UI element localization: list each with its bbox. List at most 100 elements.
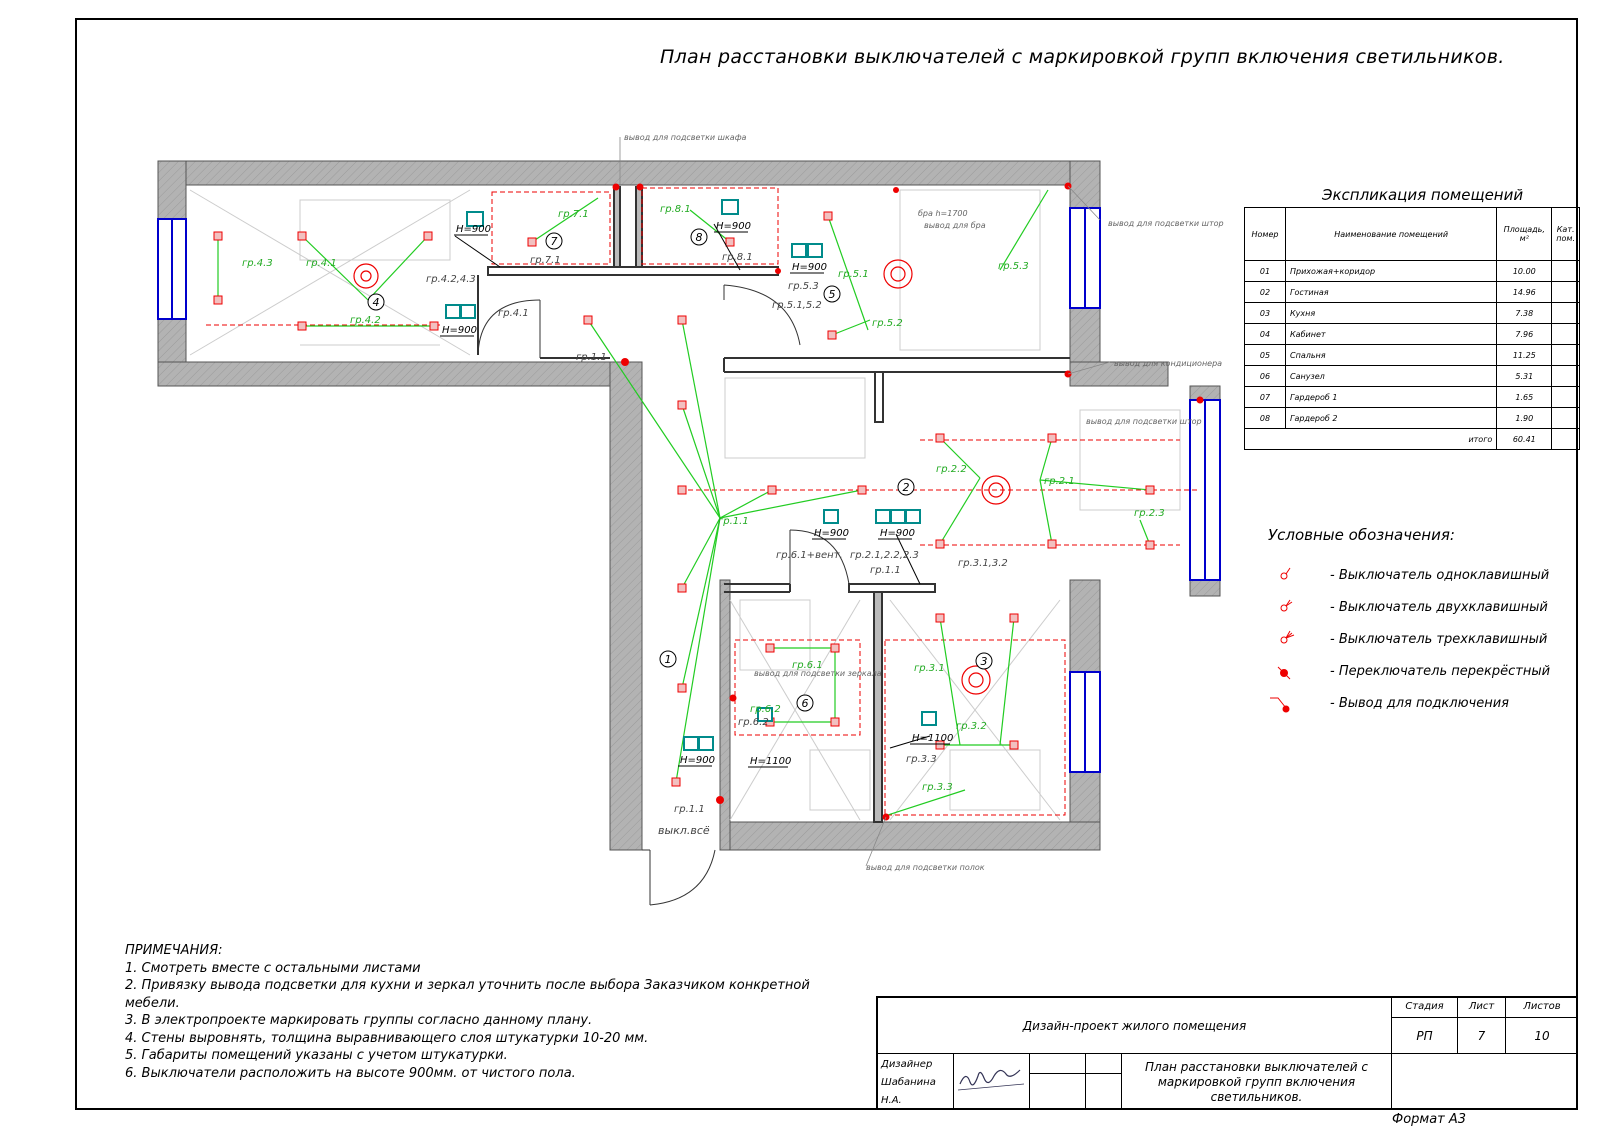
signature (954, 1054, 1030, 1110)
note-item: 6. Выключатели расположить на высоте 900… (125, 1065, 576, 1081)
outlet-note: вывод для бра (924, 221, 986, 230)
note-item: 1. Смотреть вместе с остальными листами (125, 960, 421, 976)
room-number-7: 7 (551, 235, 558, 248)
explication-title: Экспликация помещений (1322, 186, 1524, 204)
group-label: гр.4.2 (350, 315, 381, 326)
legend-item: - Вывод для подключения (1268, 692, 1568, 724)
height-tag: H=900 (814, 528, 849, 539)
sheets-value: 10 (1506, 1018, 1578, 1054)
cross-switch-icon (1277, 666, 1291, 680)
sheets-label: Листов (1506, 998, 1578, 1018)
col-header-number: Номер (1244, 207, 1286, 261)
stage-value: РП (1392, 1018, 1458, 1054)
group-label: гр.3.1 (914, 663, 945, 674)
group-label: гр.3.2 (956, 721, 987, 732)
legend: Условные обозначения: - Выключатель одно… (1268, 526, 1568, 724)
note-item: 5. Габариты помещений указаны с учетом ш… (125, 1048, 508, 1063)
explication-table: Номер Наименование помещений Площадь, м²… (1243, 207, 1580, 450)
legend-item: - Выключатель двухклавишный (1268, 596, 1568, 628)
switch-tag: гр.6.1+вент. (776, 550, 843, 561)
group-label: гр.6.2 (750, 704, 781, 715)
group-label: гр.2.3 (1134, 508, 1165, 519)
project-name: Дизайн-проект жилого помещения (878, 998, 1392, 1054)
height-tag: H=1100 (912, 733, 953, 744)
group-label: гр.5.2 (872, 318, 903, 329)
room-number-5: 5 (829, 288, 836, 301)
room-number-8: 8 (696, 231, 703, 244)
spot-lights (213, 211, 1155, 787)
room-number-1: 1 (665, 653, 672, 666)
room-number-2: 2 (903, 481, 910, 494)
height-tag: H=900 (680, 755, 715, 766)
sheet-label: Лист (1458, 998, 1506, 1018)
drawing-frame (75, 18, 1578, 1110)
switch-tag: гр.4.2,4.3 (426, 274, 476, 285)
stage-label: Стадия (1392, 998, 1458, 1018)
sheet-value: 7 (1458, 1018, 1506, 1054)
partitions (477, 186, 1070, 823)
switch-tag: гр.7.1 (530, 255, 561, 266)
furniture (189, 189, 1181, 821)
switch-tag: выкл.всё (658, 824, 710, 837)
outlet-note: вывод для подсветки шкафа (624, 133, 747, 142)
switch-tag: гр.2.1,2.2,2.3 (850, 550, 919, 561)
outlet-leaders (619, 137, 1111, 867)
designer-cell: Дизайнер Шабанина Н.А. (878, 1054, 954, 1110)
switch-tag: гр.8.1 (722, 252, 753, 263)
outlet-points (612, 182, 1204, 821)
page-title: План расстановки выключателей с маркиров… (660, 46, 1505, 68)
group-label: гр.1.1 (718, 516, 749, 527)
double-switch-icon (1280, 599, 1293, 612)
designer-role: Дизайнер (881, 1059, 933, 1070)
group-label: гр.7.1 (558, 209, 589, 220)
col-header-category: Кат. пом. (1551, 207, 1580, 261)
switch-tag: гр.1.1 (870, 565, 901, 576)
height-tag: H=900 (716, 221, 751, 232)
height-tag: H=900 (880, 528, 915, 539)
legend-title: Условные обозначения: (1268, 526, 1455, 544)
group-label: гр.8.1 (660, 204, 691, 215)
outlet-note: вывод для кондиционера (1114, 359, 1222, 368)
height-tag: H=1100 (750, 756, 791, 767)
drawing-title: План расстановки выключателей с маркиров… (1122, 1054, 1392, 1110)
notes: ПРИМЕЧАНИЯ: 1. Смотреть вместе с остальн… (125, 942, 815, 1082)
legend-item: - Выключатель одноклавишный (1268, 564, 1568, 596)
triple-switch-icon (1280, 630, 1295, 644)
group-label: гр.5.3 (998, 261, 1029, 272)
title-block: Дизайн-проект жилого помещения Стадия Ли… (876, 996, 1578, 1110)
switch-tag: гр.5.3 (788, 281, 819, 292)
designer-name: Шабанина Н.А. (881, 1077, 936, 1106)
legend-item: - Переключатель перекрёстный (1268, 660, 1568, 692)
switch-boxes (445, 199, 937, 751)
group-label: гр.4.1 (306, 258, 337, 269)
group-label: гр.6.1 (792, 660, 823, 671)
room-number-4: 4 (373, 296, 380, 309)
height-tag: H=900 (792, 262, 827, 273)
group-lines (217, 189, 1151, 816)
note-item: 2. Привязку вывода подсветки для кухни и… (125, 978, 810, 1011)
note-item: 4. Стены выровнять, толщина выравнивающе… (125, 1030, 649, 1046)
room-number-6: 6 (802, 697, 809, 710)
height-tag: H=900 (442, 325, 477, 336)
doors (477, 284, 850, 906)
group-label: гр.2.2 (936, 464, 967, 475)
single-switch-icon (1280, 567, 1291, 580)
outlet-note: бра h=1700 (918, 209, 968, 218)
outlet-note: вывод для подсветки зеркала (754, 669, 882, 678)
signature-icon (957, 1069, 1025, 1091)
switch-tag: гр.5.1,5.2 (772, 300, 822, 311)
switch-tag: гр.1.1 (674, 804, 705, 815)
switch-tag: гр.6.2 (738, 717, 769, 728)
col-header-area: Площадь, м² (1496, 207, 1553, 261)
switch-tag: гр.3.1,3.2 (958, 558, 1008, 569)
outlet-note: вывод для подсветки штор (1086, 417, 1202, 426)
legend-item: - Выключатель трехклавишный (1268, 628, 1568, 660)
